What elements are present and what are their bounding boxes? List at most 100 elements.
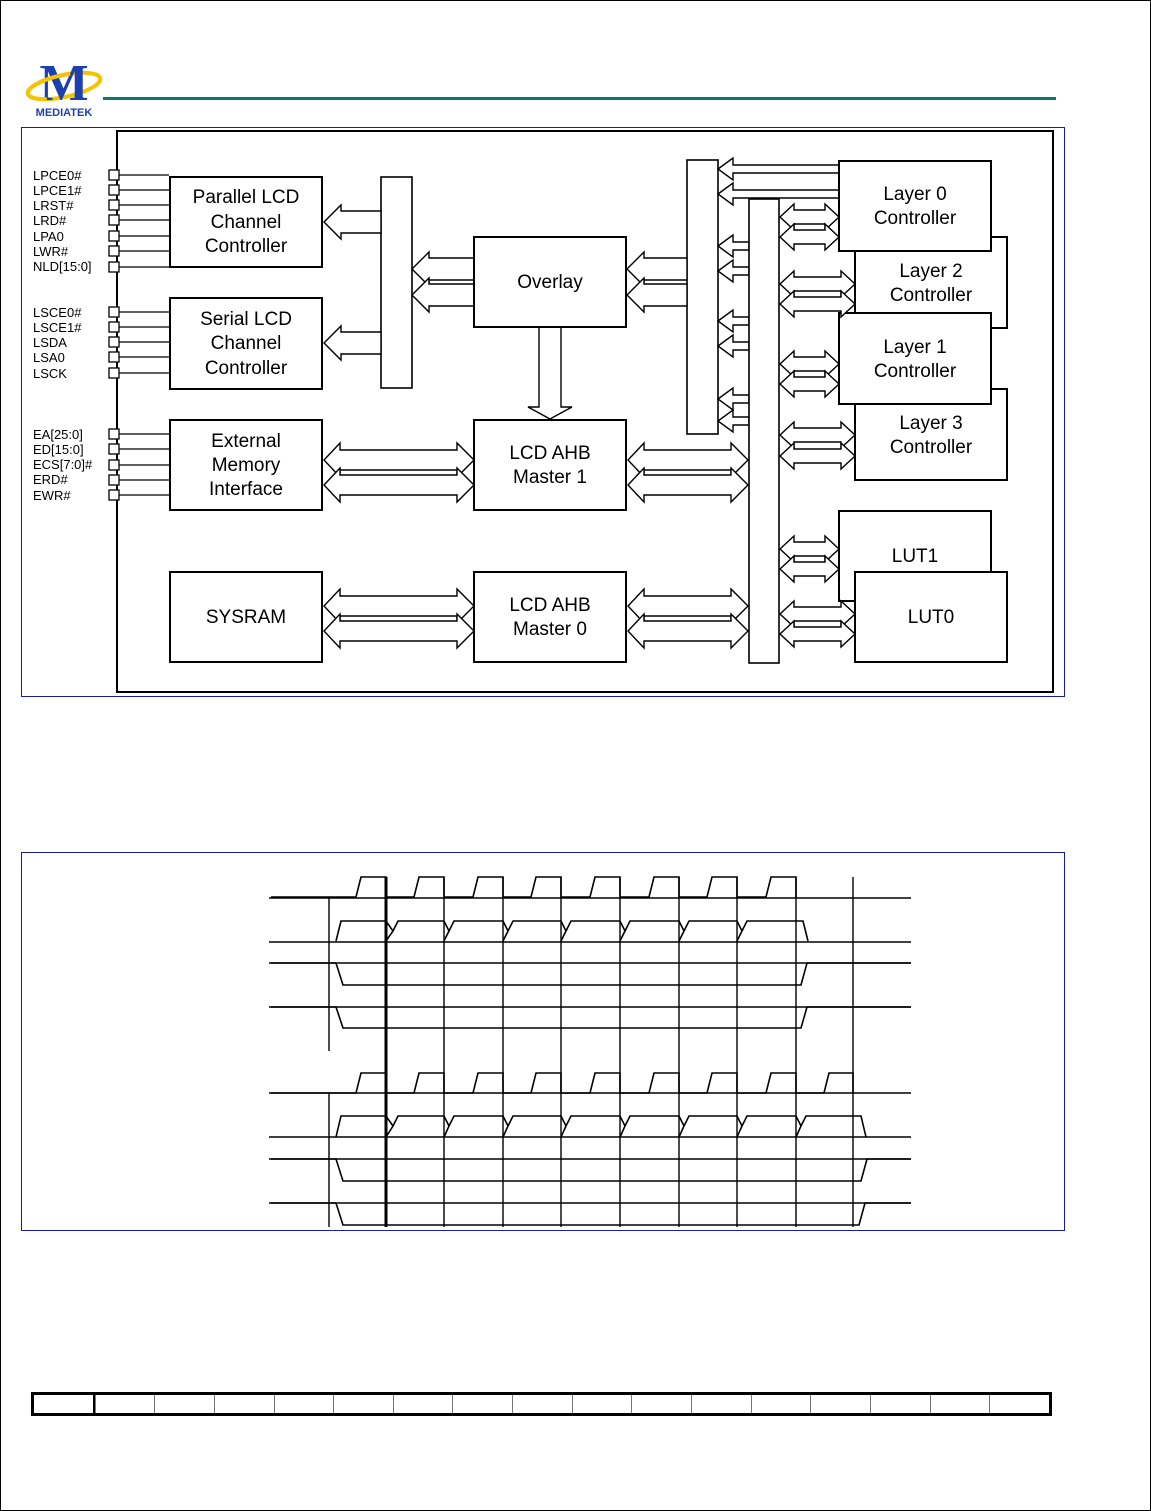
bus-arrow: [323, 324, 382, 362]
block-diagram: LPCE0# LPCE1# LRST# LRD# LPA0 LWR# NLD[1…: [33, 130, 1054, 693]
register-cell: [392, 1395, 453, 1413]
block-label: Master 0: [513, 619, 587, 640]
register-cell: [750, 1395, 811, 1413]
pin-label: EA[25:0]: [33, 427, 83, 442]
bidir-arrows: [323, 202, 857, 650]
layer0-block: [838, 160, 992, 252]
chip-outline: [116, 130, 1054, 693]
pin-label: LPA0: [33, 229, 64, 244]
pin-label: EWR#: [33, 488, 71, 503]
pin-label: LSCE1#: [33, 320, 82, 335]
block-label: LCD AHB: [509, 443, 590, 464]
register-cell: [94, 1395, 155, 1413]
pin-label: LRST#: [33, 198, 74, 213]
pin-pads: [108, 169, 120, 501]
timing-diagram-frame: [21, 852, 1065, 1231]
pin-label: ED[15:0]: [33, 442, 84, 457]
strobe-wave-2: [271, 1202, 911, 1226]
block-label: Parallel LCD: [193, 187, 300, 208]
block-label: Channel: [211, 212, 282, 233]
header-rule: [103, 97, 1056, 100]
serial-lcd-block: [169, 297, 323, 390]
block-label: LCD AHB: [509, 595, 590, 616]
pin-label: LPCE0#: [33, 168, 82, 183]
register-cell: [273, 1395, 334, 1413]
block-label: Controller: [205, 358, 288, 379]
pin-wires: [115, 174, 169, 496]
parallel-lcd-block: [169, 176, 323, 268]
mediatek-logo: M MEDIATEK: [24, 56, 104, 120]
block-label: Controller: [874, 361, 957, 382]
pin-label: LPCE1#: [33, 183, 82, 198]
block-label: Controller: [890, 437, 973, 458]
register-cell: [810, 1395, 870, 1413]
data-bus-wave-2: [335, 1115, 867, 1138]
timing-diagram: [269, 876, 911, 1227]
register-cell: [989, 1395, 1049, 1413]
block-diagram-frame: LPCE0# LPCE1# LRST# LRD# LPA0 LWR# NLD[1…: [21, 127, 1065, 697]
block-label: Master 1: [513, 467, 587, 488]
ahb-slave-bus: [748, 198, 780, 664]
bus-arrow: [323, 203, 382, 241]
ext-memory-block: [169, 419, 323, 511]
chip-select-wave-2: [271, 1158, 911, 1182]
register-cell: [691, 1395, 751, 1413]
svg-text:M: M: [39, 56, 88, 112]
layer-bus-arrow: [626, 276, 688, 314]
overlay-down-arrow: [527, 326, 573, 420]
pin-label: ERD#: [33, 472, 68, 487]
block-label: Interface: [209, 479, 283, 500]
lut0-block: [854, 571, 1008, 663]
pin-label: LSCE0#: [33, 305, 82, 320]
block-label: Memory: [212, 455, 281, 476]
block-label: Controller: [205, 236, 288, 257]
layer1-block: [838, 312, 992, 405]
register-cell: [929, 1395, 990, 1413]
block-label: External: [211, 431, 281, 452]
register-cell: [213, 1395, 274, 1413]
pin-label: NLD[15:0]: [33, 259, 92, 274]
block-label: Layer 0: [883, 184, 946, 205]
register-cell: [34, 1395, 95, 1413]
pin-label: ECS[7:0]#: [33, 457, 93, 472]
register-table: [31, 1392, 1052, 1416]
clock-wave-2: [271, 1072, 854, 1094]
layer-bus-arrow: [626, 250, 688, 288]
register-cell: [869, 1395, 930, 1413]
pin-label: LSDA: [33, 335, 67, 350]
sysram-block: [169, 571, 323, 663]
overlay-arrow: [411, 276, 475, 314]
chip-select-wave-1: [271, 962, 911, 986]
block-label: Channel: [211, 333, 282, 354]
layer-output-bus: [686, 159, 719, 435]
block-label: Layer 3: [899, 413, 962, 434]
data-bus-wave-1: [335, 920, 809, 942]
register-cell: [571, 1395, 632, 1413]
ahb-master-1-block: [473, 419, 627, 511]
register-cell: [452, 1395, 512, 1413]
block-label: LUT1: [892, 546, 938, 567]
overlay-arrow: [411, 250, 475, 288]
block-label: SYSRAM: [206, 607, 286, 628]
block-label: Serial LCD: [200, 309, 292, 330]
logo-text: MEDIATEK: [36, 107, 93, 119]
block-label: Layer 1: [883, 337, 946, 358]
timing-grid: [269, 877, 911, 1227]
pin-label: LSCK: [33, 366, 67, 381]
register-cell: [154, 1395, 214, 1413]
register-cell: [631, 1395, 691, 1413]
strobe-wave-1: [271, 1006, 911, 1029]
block-label: LUT0: [908, 607, 954, 628]
lcd-channel-bus: [380, 176, 413, 389]
pin-label: LWR#: [33, 244, 69, 259]
overlay-block: [473, 236, 627, 328]
block-label: Overlay: [517, 272, 583, 293]
block-label: Controller: [890, 285, 973, 306]
register-cell: [333, 1395, 393, 1413]
clock-wave-1: [271, 876, 797, 898]
block-label: Controller: [874, 208, 957, 229]
register-cell: [512, 1395, 572, 1413]
pin-label: LRD#: [33, 213, 67, 228]
block-label: Layer 2: [899, 261, 962, 282]
pin-label: LSA0: [33, 350, 65, 365]
